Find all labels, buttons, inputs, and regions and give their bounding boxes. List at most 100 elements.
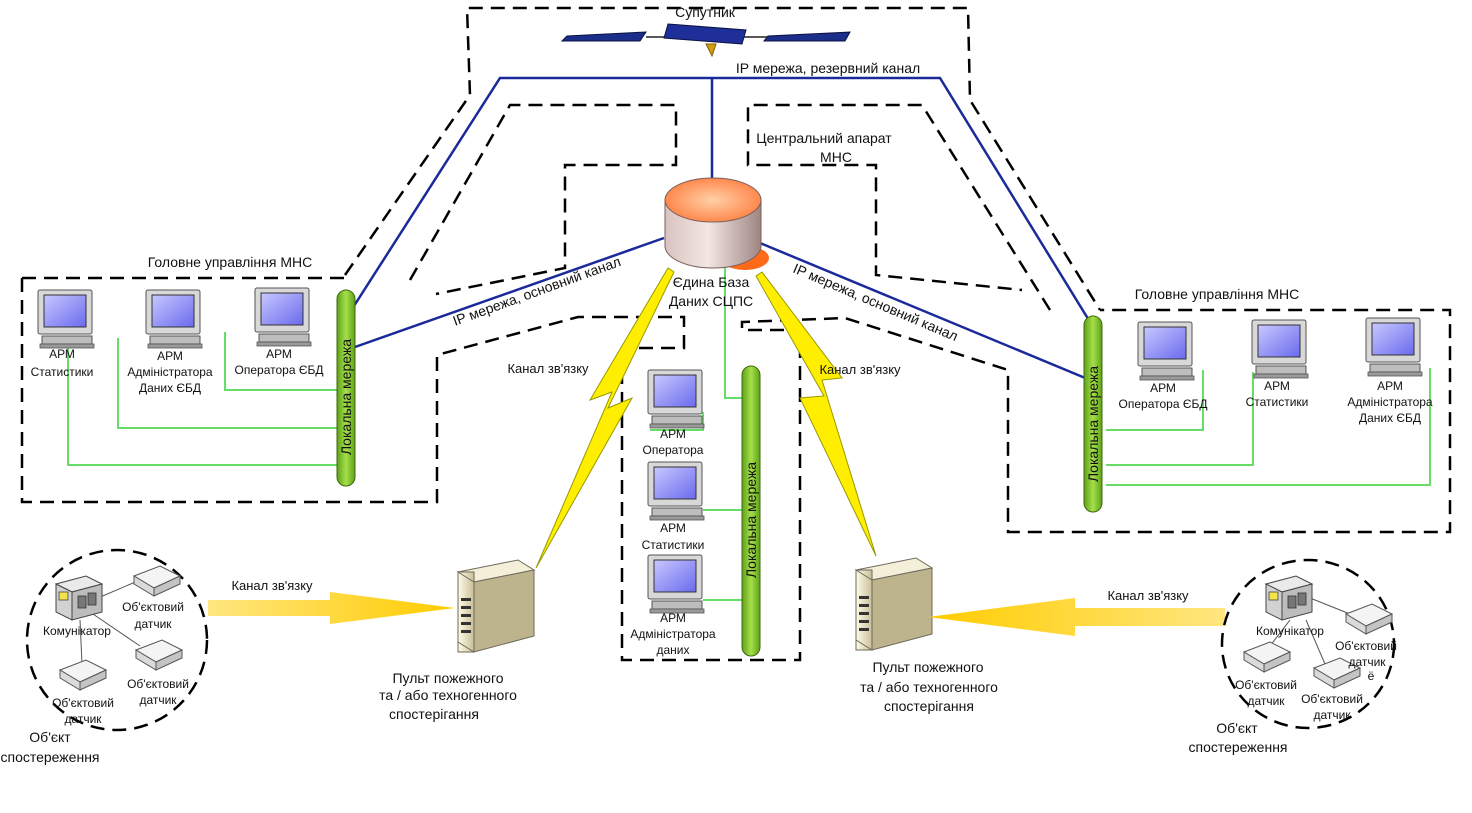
center-lan-bar bbox=[741, 365, 761, 657]
lightning-left-icon bbox=[535, 267, 675, 569]
right-object-caption-1: Об'єкт bbox=[1216, 720, 1258, 736]
right-sensor1-line2: датчик bbox=[1348, 655, 1386, 669]
left-object-boundary bbox=[25, 548, 209, 732]
left-ws2-line1: АРМ bbox=[157, 349, 183, 363]
right-sensor1-line1: Об'єктовий bbox=[1335, 639, 1397, 653]
left-console-line1: Пульт пожежного bbox=[392, 670, 503, 686]
center-ws1-line2: Оператора bbox=[643, 443, 704, 457]
computer-monitor-icon bbox=[37, 289, 95, 349]
computer-monitor-icon bbox=[145, 289, 203, 349]
left-object-group bbox=[25, 548, 209, 732]
right-ws3-line2: Адміністратора bbox=[1347, 395, 1433, 409]
inner-boundary-left bbox=[408, 103, 678, 296]
center-ws3-line1: АРМ bbox=[660, 611, 686, 625]
database-label-1: Єдина База bbox=[673, 274, 750, 290]
computer-monitor-icon bbox=[1137, 321, 1195, 381]
computer-monitor-icon bbox=[647, 554, 705, 614]
outer-boundary bbox=[343, 6, 1102, 311]
center-ws3-line3: даних bbox=[656, 643, 689, 657]
left-console-line2: та / або техногенного bbox=[379, 687, 517, 703]
ip-links bbox=[343, 76, 1092, 382]
right-console-line1: Пульт пожежного bbox=[872, 659, 983, 675]
left-console-line3: спостерігання bbox=[389, 706, 479, 722]
satellite-label: Супутник bbox=[675, 4, 736, 20]
left-ws1-line1: АРМ bbox=[49, 347, 75, 361]
left-lan-bar bbox=[336, 289, 356, 487]
computer-monitor-icon bbox=[1365, 317, 1423, 377]
right-sensor2-line2: датчик bbox=[1247, 694, 1285, 708]
left-sensor2-line1: Об'єктовий bbox=[127, 677, 189, 691]
right-object-group bbox=[1220, 558, 1396, 730]
right-lan-bar bbox=[1083, 315, 1103, 513]
center-ws2-line1: АРМ bbox=[660, 521, 686, 535]
communicator-device-icon bbox=[55, 575, 103, 621]
sensor-box-icon bbox=[135, 639, 183, 671]
left-sensor2-line2: датчик bbox=[139, 693, 177, 707]
right-sensor3-line1: Об'єктовий bbox=[1301, 692, 1363, 706]
left-ws3-line1: АРМ bbox=[266, 347, 292, 361]
right-lan-label: Локальна мережа bbox=[1085, 366, 1101, 482]
communicator-device-icon bbox=[1265, 575, 1313, 621]
right-console-line2: та / або техногенного bbox=[860, 679, 998, 695]
right-ws3-line1: АРМ bbox=[1377, 379, 1403, 393]
ip-reserve-label: IP мережа, резервний канал bbox=[736, 60, 920, 76]
right-ws3-line3: Даних ЄБД bbox=[1359, 411, 1421, 425]
right-object-boundary bbox=[1220, 558, 1396, 730]
left-office-boundary bbox=[20, 276, 686, 504]
computer-monitor-icon bbox=[647, 461, 705, 521]
left-office-title: Головне управління МНС bbox=[148, 254, 312, 270]
sensor-box-icon bbox=[1243, 641, 1291, 673]
channel-right-lightning-label: Канал зв'язку bbox=[819, 362, 901, 377]
inner-boundary-right bbox=[746, 103, 1052, 311]
left-object-caption-1: Об'єкт bbox=[29, 729, 71, 745]
right-ws2-line2: Статистики bbox=[1246, 395, 1309, 409]
channel-right-arrow-label: Канал зв'язку bbox=[1107, 588, 1189, 603]
left-lan-label: Локальна мережа bbox=[338, 339, 354, 455]
central-apparatus-label-1: Центральний апарат bbox=[756, 130, 892, 146]
satellite-icon bbox=[560, 23, 851, 58]
left-ws3-line2: Оператора ЄБД bbox=[235, 363, 324, 377]
database-label-2: Даних СЦПС bbox=[669, 293, 753, 309]
left-sensor1-line2: датчик bbox=[134, 617, 172, 631]
left-ws2-line3: Даних ЄБД bbox=[139, 381, 201, 395]
right-object-caption-2: спостереження bbox=[1188, 739, 1287, 755]
database-cylinder-icon bbox=[664, 177, 769, 270]
channel-left-arrow-icon bbox=[208, 592, 455, 624]
left-communicator-label: Комунікатор bbox=[43, 624, 111, 638]
right-sensor3-line2: датчик bbox=[1313, 708, 1351, 722]
center-ws2-line2: Статистики bbox=[642, 538, 705, 552]
channel-left-arrow-label: Канал зв'язку bbox=[231, 578, 313, 593]
center-ws1-line1: АРМ bbox=[660, 427, 686, 441]
computer-monitor-icon bbox=[647, 369, 705, 429]
right-sensor1-extra: ё bbox=[1368, 669, 1375, 683]
computer-monitor-icon bbox=[254, 287, 312, 347]
server-tower-icon bbox=[457, 559, 535, 653]
ip-reserve-line bbox=[343, 76, 1092, 323]
right-communicator-label: Комунікатор bbox=[1256, 624, 1324, 638]
ip-main-left-line bbox=[354, 236, 665, 349]
left-sensor3-line1: Об'єктовий bbox=[52, 696, 114, 710]
lan-links bbox=[67, 265, 1431, 601]
central-apparatus-label-2: МНС bbox=[820, 149, 852, 165]
center-ws3-line2: Адміністратора bbox=[630, 627, 716, 641]
left-sensor3-line2: датчик bbox=[64, 712, 102, 726]
left-object-caption-2: спостереження bbox=[0, 749, 99, 765]
computer-monitor-icon bbox=[1251, 319, 1309, 379]
server-tower-icon bbox=[855, 557, 933, 651]
left-ws1-line2: Статистики bbox=[31, 365, 94, 379]
dashed-boundaries bbox=[20, 6, 1452, 662]
lightning-right-icon bbox=[755, 271, 877, 557]
center-lan-label: Локальна мережа bbox=[743, 462, 759, 578]
ip-main-right-line bbox=[759, 241, 1091, 382]
left-sensor1-line1: Об'єктовий bbox=[122, 600, 184, 614]
right-ws2-line1: АРМ bbox=[1264, 379, 1290, 393]
right-ws1-line1: АРМ bbox=[1150, 381, 1176, 395]
channel-left-lightning-label: Канал зв'язку bbox=[507, 361, 589, 376]
right-console-line3: спостерігання bbox=[884, 698, 974, 714]
right-ws1-line2: Оператора ЄБД bbox=[1119, 397, 1208, 411]
right-office-title: Головне управління МНС bbox=[1135, 286, 1299, 302]
channel-right-arrow-icon bbox=[928, 598, 1225, 636]
left-ws2-line2: Адміністратора bbox=[127, 365, 213, 379]
sensor-box-icon bbox=[59, 659, 107, 691]
